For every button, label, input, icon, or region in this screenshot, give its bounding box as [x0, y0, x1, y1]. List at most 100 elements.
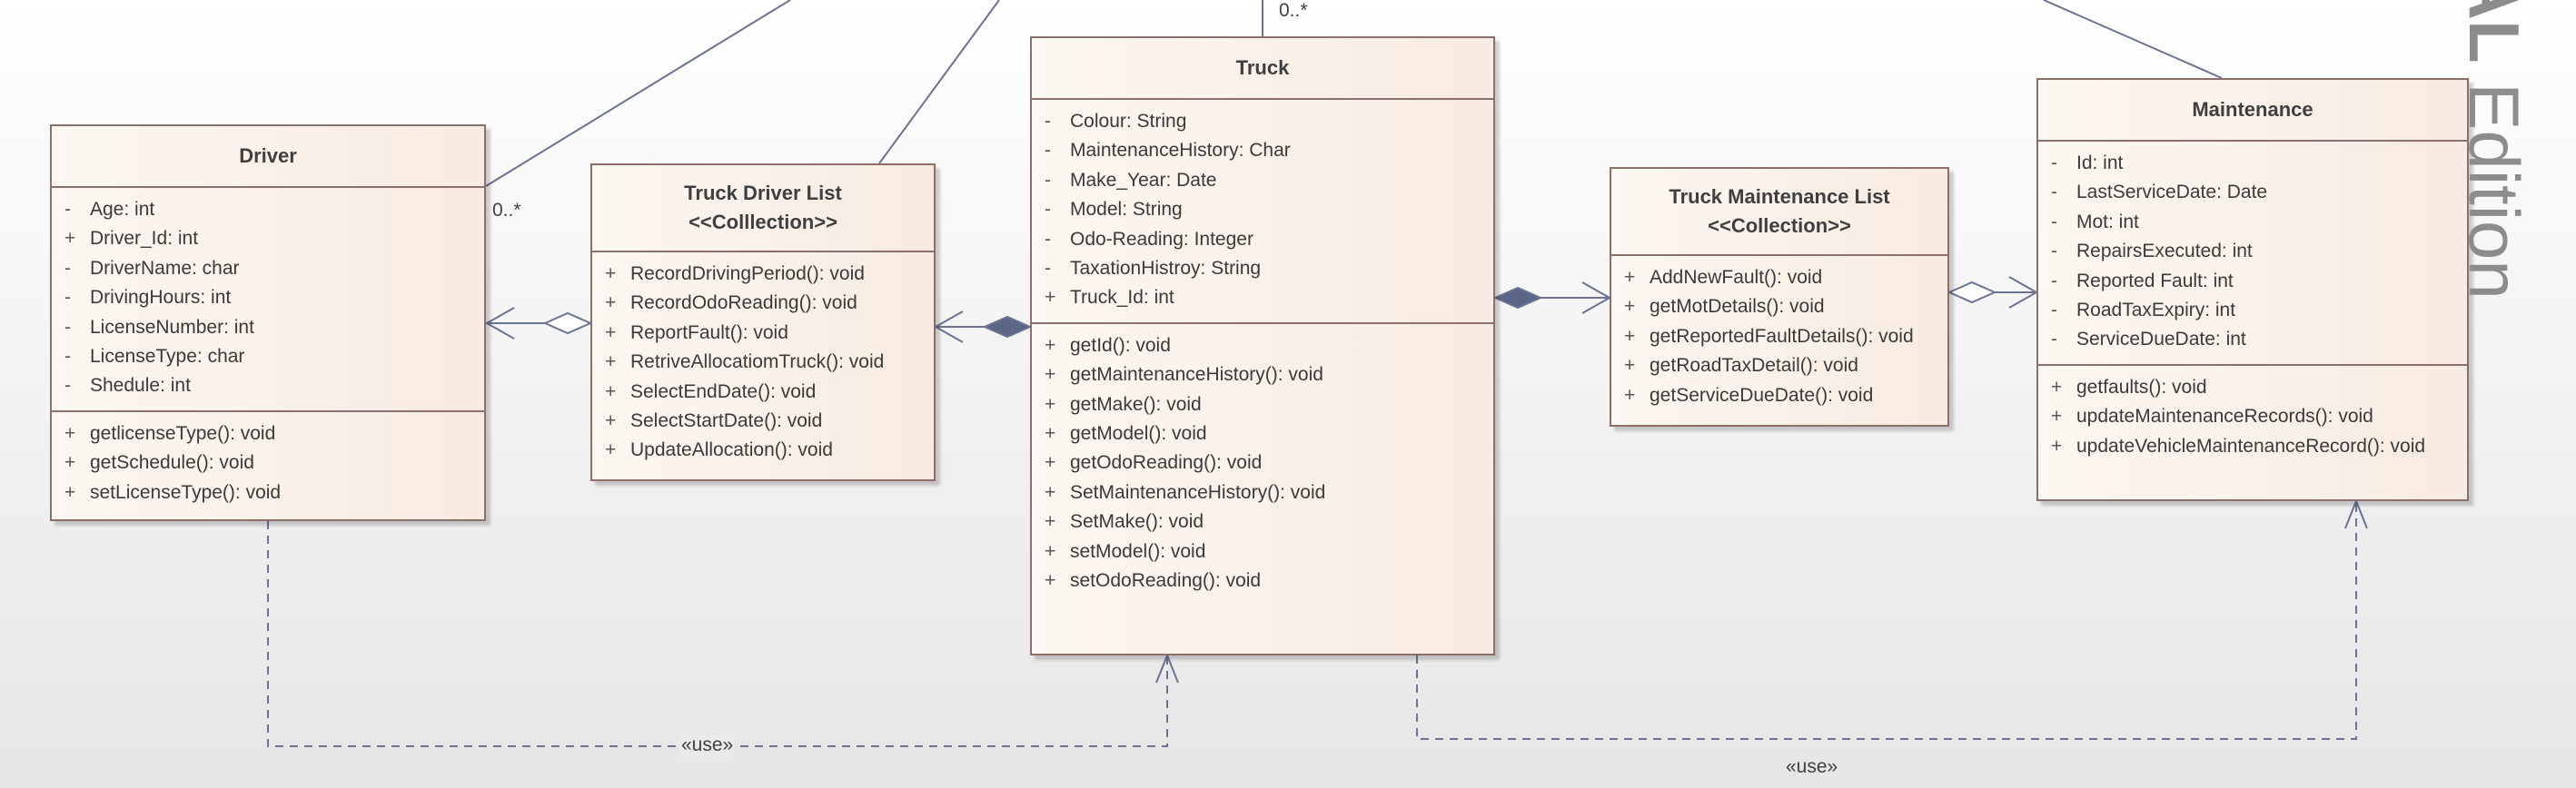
member-text: SelectStartDate(): void — [630, 410, 823, 432]
class-truck-maintenance-list[interactable]: Truck Maintenance List <<Collection>> + A… — [1610, 167, 1949, 427]
member-text: getModel(): void — [1070, 423, 1207, 445]
member-row: +RetriveAllocatiomTruck(): void — [592, 348, 934, 377]
member-row: -DrivingHours: int — [52, 283, 484, 312]
member-text: updateVehicleMaintenanceRecord(): void — [2076, 435, 2426, 457]
member-row: +getReportedFaultDetails(): void — [1611, 322, 1947, 351]
member-row: + getModel(): void — [1032, 419, 1493, 448]
hollow-diamond-driver — [542, 311, 593, 335]
assoc-line-tdl-up — [878, 0, 1000, 164]
member-row: -Shedule: int — [52, 371, 484, 400]
visibility-marker: + — [2051, 435, 2063, 457]
member-row: +getMake(): void — [1032, 390, 1493, 419]
member-row: +getRoadTaxDetail(): void — [1611, 351, 1947, 380]
member-row: +getfaults(): void — [2038, 373, 2467, 402]
visibility-marker: + — [1045, 423, 1056, 445]
member-text: getMaintenanceHistory(): void — [1070, 364, 1323, 386]
visibility-marker: - — [1045, 228, 1051, 250]
member-text: getServiceDueDate(): void — [1650, 384, 1874, 406]
member-row: +RecordOdoReading(): void — [592, 289, 934, 318]
visibility-marker: + — [1624, 325, 1636, 347]
member-row: -RepairsExecuted: int — [2038, 237, 2467, 266]
visibility-marker: + — [1624, 267, 1636, 288]
operations-section: +AddNewFault(): void+getMotDetails(): vo… — [1611, 256, 1947, 419]
member-text: DrivingHours: int — [90, 287, 232, 309]
member-row: -ServiceDueDate: int — [2038, 325, 2467, 354]
visibility-marker: - — [64, 375, 71, 397]
member-row: + setOdoReading(): void — [1032, 566, 1493, 596]
visibility-marker: + — [1045, 287, 1056, 309]
attributes-section: -Colour: String-MaintenanceHistory: Char… — [1032, 100, 1493, 324]
visibility-marker: - — [1045, 258, 1051, 280]
member-row: -LicenseNumber: int — [52, 313, 484, 342]
visibility-marker: - — [2051, 182, 2057, 203]
member-text: ServiceDueDate: int — [2076, 329, 2246, 350]
member-row: +UpdateAllocation(): void — [592, 436, 934, 465]
use-label-right: «use» — [1786, 756, 1838, 777]
class-truck-driver-list[interactable]: Truck Driver List <<Colllection>> +Recor… — [590, 163, 936, 481]
hollow-diamond-tml — [1947, 281, 1997, 304]
visibility-marker: - — [64, 316, 71, 338]
member-row: -Odo-Reading: Integer — [1032, 225, 1493, 254]
member-text: Reported Fault: int — [2076, 270, 2234, 291]
visibility-marker: + — [1045, 540, 1056, 562]
operations-section: +getlicenseType(): void+getSchedule(): v… — [52, 412, 484, 517]
member-text: SelectEndDate(): void — [630, 380, 817, 402]
visibility-marker: + — [1624, 355, 1636, 377]
member-row: -TaxationHistroy: String — [1032, 254, 1493, 283]
member-text: Colour: String — [1070, 111, 1187, 132]
member-text: LicenseType: char — [90, 346, 245, 368]
visibility-marker: - — [64, 346, 71, 368]
visibility-marker: - — [2051, 241, 2057, 262]
visibility-marker: + — [1045, 511, 1056, 533]
visibility-marker: + — [1045, 334, 1056, 356]
member-text: Make_Year: Date — [1070, 169, 1217, 191]
visibility-marker: + — [605, 380, 617, 402]
member-text: Mot: int — [2076, 211, 2139, 232]
member-row: +getOdoReading(): void — [1032, 448, 1493, 478]
use-label-left: «use» — [679, 734, 736, 756]
member-text: setOdoReading(): void — [1070, 570, 1262, 592]
use-dependency-truck-maint — [1416, 501, 2357, 740]
visibility-marker: - — [1045, 111, 1051, 132]
use-arrow-truck — [1155, 653, 1179, 684]
member-text: Age: int — [90, 199, 155, 220]
member-row: +Driver_Id: int — [52, 224, 484, 253]
member-row: + RecordDrivingPeriod(): void — [592, 260, 934, 289]
member-row: -Id: int — [2038, 149, 2467, 178]
member-text: SetMake(): void — [1070, 511, 1204, 533]
member-row: + SetMake(): void — [1032, 507, 1493, 537]
member-row: -Model: String — [1032, 195, 1493, 224]
member-text: LastServiceDate: Date — [2076, 182, 2268, 203]
visibility-marker: + — [605, 263, 617, 284]
assoc-line-driver-up — [485, 0, 791, 187]
visibility-marker: + — [2051, 406, 2063, 428]
operations-section: +getId(): void+getMaintenanceHistory(): … — [1032, 324, 1493, 606]
multiplicity-truck-top: 0..* — [1279, 0, 1308, 21]
class-truck[interactable]: Truck -Colour: String-MaintenanceHistory… — [1030, 36, 1495, 655]
visibility-marker: + — [605, 439, 617, 461]
visibility-marker: + — [1045, 570, 1056, 592]
assoc-line-maint-up — [2043, 0, 2223, 79]
member-row: + getMaintenanceHistory(): void — [1032, 360, 1493, 389]
member-text: RepairsExecuted: int — [2076, 241, 2253, 262]
member-row: -LicenseType: char — [52, 342, 484, 371]
member-text: Truck_Id: int — [1070, 287, 1174, 309]
member-row: -Colour: String — [1032, 107, 1493, 136]
use-arrow-maint — [2344, 498, 2368, 529]
class-title: Truck Maintenance List <<Collection>> — [1611, 169, 1947, 256]
visibility-marker: + — [64, 422, 76, 444]
member-text: getlicenseType(): void — [90, 422, 276, 444]
member-text: RecordDrivingPeriod(): void — [630, 263, 865, 284]
visibility-marker: + — [1045, 364, 1056, 386]
member-text: ReportFault(): void — [630, 321, 788, 343]
class-maintenance[interactable]: Maintenance -Id: int-LastServiceDate: Da… — [2036, 78, 2469, 501]
member-text: MaintenanceHistory: Char — [1070, 140, 1291, 162]
member-row: -MaintenanceHistory: Char — [1032, 136, 1493, 165]
member-row: + Truck_Id: int — [1032, 283, 1493, 312]
member-text: AddNewFault(): void — [1650, 267, 1823, 288]
class-driver[interactable]: Driver -Age: int+Driver_Id: int-DriverNa… — [50, 124, 486, 521]
visibility-marker: - — [64, 257, 71, 279]
visibility-marker: - — [2051, 270, 2057, 291]
open-arrow-tdl — [933, 310, 964, 343]
visibility-marker: - — [2051, 300, 2057, 321]
